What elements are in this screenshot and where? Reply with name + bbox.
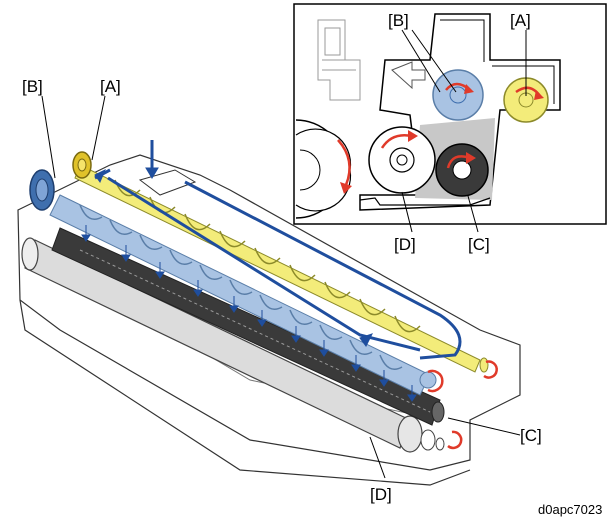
inset-roller-d — [368, 126, 436, 194]
inset-doctor-blade — [359, 197, 491, 206]
leader-lines-main — [41, 95, 521, 479]
inset-direction-arrow — [391, 61, 426, 90]
toner-inlet — [138, 169, 197, 196]
label-b-main: [B] — [22, 77, 43, 96]
rotation-arrow-roller-d — [447, 430, 463, 450]
label-d-inset: [D] — [394, 235, 416, 254]
inset-roller-c — [435, 143, 489, 197]
development-roller-d — [21, 237, 445, 453]
inset-drum — [295, 119, 352, 219]
label-c-inset: [C] — [468, 235, 490, 254]
cross-section-inset: [B] [A] [D] [C] — [293, 3, 607, 254]
development-unit-main-view: [B] [A] [C] [D] — [17, 77, 542, 504]
inset-inner-lining — [440, 19, 555, 104]
rotation-arrow-auger-b — [427, 369, 444, 393]
inset-housing-outline — [359, 13, 561, 211]
housing-lower-edge — [19, 299, 471, 486]
rotation-arrow-heads-inset — [340, 84, 544, 194]
auger-a — [72, 151, 489, 373]
figure-code: d0apc7023 — [538, 502, 602, 517]
inset-rotation-drum — [337, 139, 351, 186]
rotation-arrows-main — [427, 360, 498, 450]
leader-lines-inset — [401, 29, 527, 233]
downward-flow-arrows — [81, 225, 417, 402]
rotation-arrow-auger-a — [483, 360, 498, 379]
blue-gear — [29, 169, 55, 211]
label-c-main: [C] — [520, 426, 542, 445]
inset-background-mechanism — [317, 19, 361, 101]
label-a-inset: [A] — [510, 11, 531, 30]
label-b-inset: [B] — [388, 11, 409, 30]
toner-flow-arrows — [81, 140, 462, 402]
developer-roller-c — [51, 227, 445, 426]
inset-auger-b — [432, 69, 484, 121]
label-d-main: [D] — [370, 485, 392, 504]
label-a-main: [A] — [100, 77, 121, 96]
yellow-gear — [72, 151, 92, 179]
auger-b — [29, 169, 437, 396]
